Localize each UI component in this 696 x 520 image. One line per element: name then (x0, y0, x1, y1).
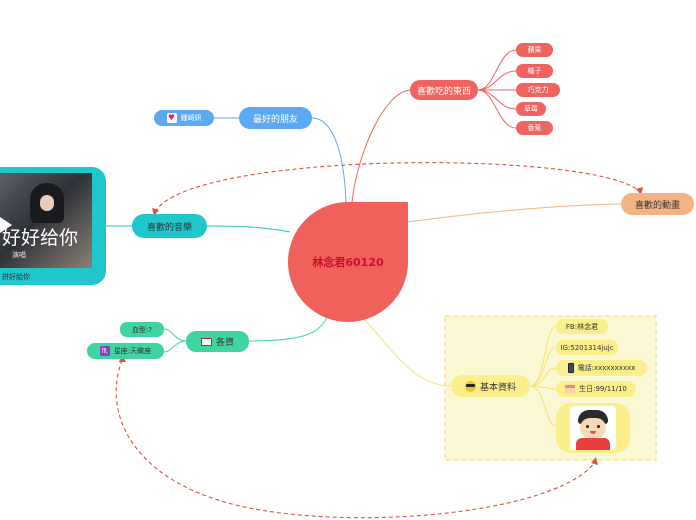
anime-topic-label: 喜歡的動畫 (634, 200, 680, 211)
cover-person-face (40, 195, 54, 211)
cartoon-character-image (570, 406, 616, 450)
music-topic-label: 喜歡的音樂 (146, 222, 192, 233)
cake-icon (565, 384, 576, 394)
cover-subtitle: 演唱 (12, 251, 26, 259)
connector-basic (359, 314, 452, 387)
basic-topic-label: 基本資料 (479, 382, 516, 393)
central-topic[interactable]: 林念君60120 (298, 250, 398, 274)
cartoon-face (580, 418, 606, 438)
basic-phone-label: 電話:xxxxxxxxxx (577, 364, 636, 372)
connector-info (248, 314, 329, 342)
envelope-icon (200, 337, 212, 346)
friend-name-label: 鍾崎妍 (180, 114, 202, 122)
connector-basic-item (529, 346, 557, 387)
food-item-label: 蘋果 (527, 46, 542, 54)
food-topic[interactable]: 喜歡吃的東西 (410, 80, 478, 100)
anime-topic[interactable]: 喜歡的動畫 (621, 193, 694, 215)
cartoon-mouth (590, 431, 596, 434)
connector-friend (311, 117, 347, 203)
food-item-label: 草莓 (524, 105, 538, 113)
scorpio-icon: ♏ (99, 346, 110, 356)
play-icon[interactable] (0, 217, 12, 233)
connector-food (351, 89, 411, 203)
connector-anime (407, 203, 622, 223)
basic-birthday-label: 生日:99/11/10 (579, 385, 627, 393)
central-node-shape[interactable] (288, 202, 408, 322)
connector-basic-item (529, 367, 557, 387)
friend-topic-label: 最好的朋友 (252, 114, 298, 125)
connector-food-item (477, 89, 517, 110)
relation-zodiac-basic (115, 359, 596, 519)
friend-topic[interactable]: 最好的朋友 (239, 107, 312, 129)
relation-music-anime (154, 162, 641, 213)
connector-food-item (477, 49, 517, 91)
food-item-orange[interactable]: 橘子 (516, 64, 553, 78)
info-zodiac-label: 星座:天蠍座 (113, 347, 152, 355)
heart-icon: ♥ (166, 113, 177, 123)
phone-icon (567, 363, 574, 373)
basic-photo-node[interactable] (556, 403, 630, 453)
info-blood-label: 血型:? (131, 325, 153, 334)
cover-title: 好好给你 (2, 227, 79, 249)
connector-food-item (477, 89, 517, 129)
cartoon-shirt (576, 438, 610, 450)
basic-birthday-node[interactable]: 生日:99/11/10 (556, 381, 636, 397)
cartoon-eye-left (586, 425, 589, 428)
basic-phone-node[interactable]: 電話:xxxxxxxxxx (556, 360, 647, 376)
food-item-label: 香蕉 (527, 124, 542, 132)
food-item-chocolate[interactable]: 巧克力 (516, 83, 560, 97)
basic-topic[interactable]: 基本資料 (451, 375, 530, 397)
basic-fb-node[interactable]: FB:林念君 (556, 319, 608, 334)
connector-music (206, 225, 291, 233)
info-topic[interactable]: 各資 (186, 331, 249, 352)
food-item-label: 巧克力 (527, 86, 549, 94)
basic-ig-label: IG:5201314jujc (560, 343, 614, 352)
connector-food-item (477, 70, 517, 91)
central-topic-label: 林念君60120 (312, 256, 384, 269)
connector-info-blood (163, 328, 187, 342)
info-topic-label: 各資 (215, 338, 234, 348)
sunglasses-shape (465, 383, 475, 387)
music-topic[interactable]: 喜歡的音樂 (132, 214, 207, 238)
music-caption: 拼好給你 (2, 273, 30, 281)
food-item-apple[interactable]: 蘋果 (516, 43, 553, 57)
cartoon-eye-right (597, 425, 600, 428)
food-item-strawberry[interactable]: 草莓 (516, 102, 546, 116)
cool-face-icon (464, 380, 476, 392)
basic-fb-label: FB:林念君 (565, 322, 599, 331)
music-cover-card[interactable]: 好好给你 演唱 拼好給你 (0, 167, 106, 285)
friend-name-node[interactable]: ♥ 鍾崎妍 (154, 110, 214, 126)
basic-ig-node[interactable]: IG:5201314jujc (556, 340, 618, 355)
food-topic-label: 喜歡吃的東西 (416, 86, 471, 97)
info-blood-node[interactable]: 血型:? (120, 322, 164, 337)
connector-info-zodiac (163, 340, 187, 353)
connector-basic-item (529, 385, 557, 390)
connector-basic-item (529, 385, 557, 427)
food-item-label: 橘子 (527, 67, 542, 75)
arrowhead-basic (591, 457, 598, 465)
info-zodiac-node[interactable]: ♏ 星座:天蠍座 (87, 343, 164, 359)
food-item-banana[interactable]: 香蕉 (516, 121, 553, 135)
music-cover-image: 好好给你 演唱 (0, 173, 92, 268)
